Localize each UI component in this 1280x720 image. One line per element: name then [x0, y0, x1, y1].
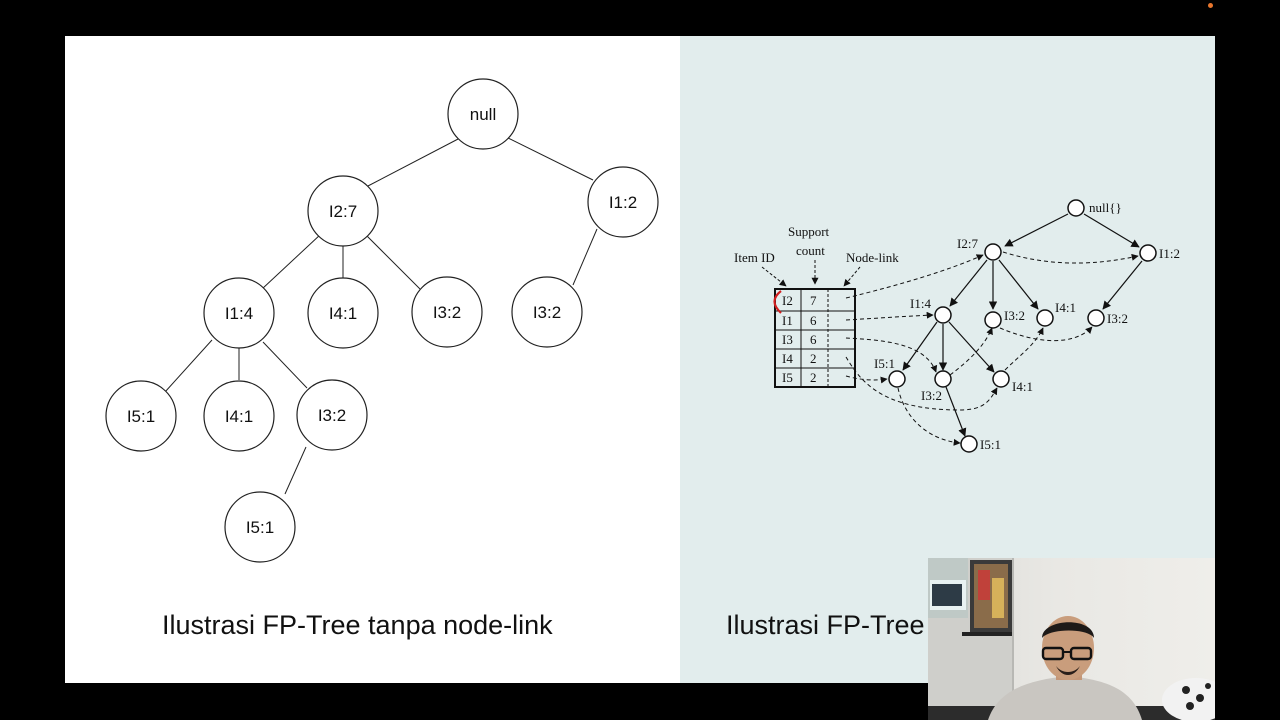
- node-link: [1004, 327, 1044, 371]
- left-node-i4-1b: I4:1: [203, 380, 275, 452]
- node-label: I3:2: [318, 406, 346, 425]
- left-caption: Ilustrasi FP-Tree tanpa node-link: [162, 610, 553, 640]
- table-item: I4: [782, 351, 793, 366]
- right-node-i5-1b: [960, 435, 978, 453]
- node-label: I1:4: [910, 296, 931, 311]
- left-node-i4-1a: I4:1: [307, 277, 379, 349]
- left-node-i3-2a: I3:2: [411, 276, 483, 348]
- item-id-arrow: [761, 266, 787, 287]
- node-link-arrow: [843, 266, 861, 287]
- node-label: I5:1: [874, 356, 895, 371]
- node-link: [845, 356, 998, 411]
- edge: [507, 137, 594, 181]
- node-label: I4:1: [1055, 300, 1076, 315]
- edge: [572, 228, 598, 286]
- left-node-i1-2: I1:2: [587, 166, 659, 238]
- node-link: [845, 375, 888, 384]
- left-slide-panel: [65, 36, 680, 683]
- node-link: [999, 326, 1093, 342]
- node-label: I1:2: [609, 193, 637, 212]
- node-label: I3:2: [1107, 311, 1128, 326]
- table-count: 2: [810, 351, 817, 366]
- table-item: I5: [782, 370, 793, 385]
- support-label-2: count: [796, 243, 825, 258]
- node-label: I3:2: [433, 303, 461, 322]
- node-label: I5:1: [246, 518, 274, 537]
- right-node-i3-2a: [984, 311, 1002, 329]
- header-table: I2 7 I1 6 I3 6 I4 2 I5 2: [773, 288, 856, 388]
- left-node-i5-1a: I5:1: [105, 380, 177, 452]
- node-link: [897, 387, 961, 446]
- right-node-i1-4: [934, 306, 952, 324]
- right-node-i2-7: [984, 243, 1002, 261]
- table-item: I2: [782, 293, 793, 308]
- node-label: I4:1: [225, 407, 253, 426]
- node-label: I2:7: [329, 202, 357, 221]
- right-node-i1-2: [1139, 244, 1157, 262]
- edge: [365, 137, 461, 188]
- edge: [945, 386, 967, 437]
- node-link: [845, 337, 938, 373]
- left-node-root: null: [447, 78, 519, 150]
- edge: [902, 321, 938, 371]
- node-label: null{}: [1089, 200, 1122, 215]
- left-node-i3-2c: I3:2: [296, 379, 368, 451]
- node-link: [845, 254, 984, 299]
- right-caption: Ilustrasi FP-Tree: [726, 610, 925, 640]
- right-node-i4-1b: [992, 370, 1010, 388]
- right-node-i4-1a: [1036, 309, 1054, 327]
- left-node-i1-4: I1:4: [203, 277, 275, 349]
- node-label: I3:2: [921, 388, 942, 403]
- node-link: [845, 311, 934, 321]
- edge: [1004, 213, 1069, 247]
- edge: [262, 341, 308, 389]
- node-label: I1:2: [1159, 246, 1180, 261]
- edge: [1102, 260, 1143, 310]
- item-id-label: Item ID: [734, 250, 775, 265]
- edge: [949, 259, 988, 307]
- node-label: null: [470, 105, 496, 124]
- left-tree-edges: [164, 137, 598, 495]
- edge: [261, 233, 322, 290]
- edge: [164, 339, 213, 393]
- table-count: 6: [810, 332, 817, 347]
- left-node-i3-2b: I3:2: [511, 276, 583, 348]
- left-node-i5-1b: I5:1: [224, 491, 296, 563]
- edge: [284, 446, 307, 495]
- node-label: I2:7: [957, 236, 978, 251]
- recording-indicator: [1208, 3, 1213, 8]
- table-count: 2: [810, 370, 817, 385]
- table-item: I3: [782, 332, 793, 347]
- edge: [364, 233, 421, 290]
- node-label: I4:1: [1012, 379, 1033, 394]
- left-node-i2-7: I2:7: [307, 175, 379, 247]
- edge: [948, 321, 995, 373]
- node-link: [949, 327, 993, 376]
- edge: [1083, 213, 1140, 248]
- edge: [998, 259, 1039, 310]
- webcam-image: [928, 558, 1215, 720]
- table-count: 6: [810, 313, 817, 328]
- node-link-label: Node-link: [846, 250, 899, 265]
- right-node-i5-1a: [888, 370, 906, 388]
- node-label: I4:1: [329, 304, 357, 323]
- red-highlight-mark: [773, 290, 782, 314]
- presenter-webcam: [928, 558, 1215, 720]
- node-label: I1:4: [225, 304, 253, 323]
- right-node-root: [1067, 199, 1085, 217]
- node-label: I5:1: [980, 437, 1001, 452]
- node-label: I3:2: [533, 303, 561, 322]
- table-item: I1: [782, 313, 793, 328]
- right-node-i3-2r: [1087, 309, 1105, 327]
- right-node-i3-2b: [934, 370, 952, 388]
- support-label-1: Support: [788, 224, 830, 239]
- node-link: [1002, 251, 1139, 264]
- node-label: I5:1: [127, 407, 155, 426]
- node-label: I3:2: [1004, 308, 1025, 323]
- table-count: 7: [810, 293, 817, 308]
